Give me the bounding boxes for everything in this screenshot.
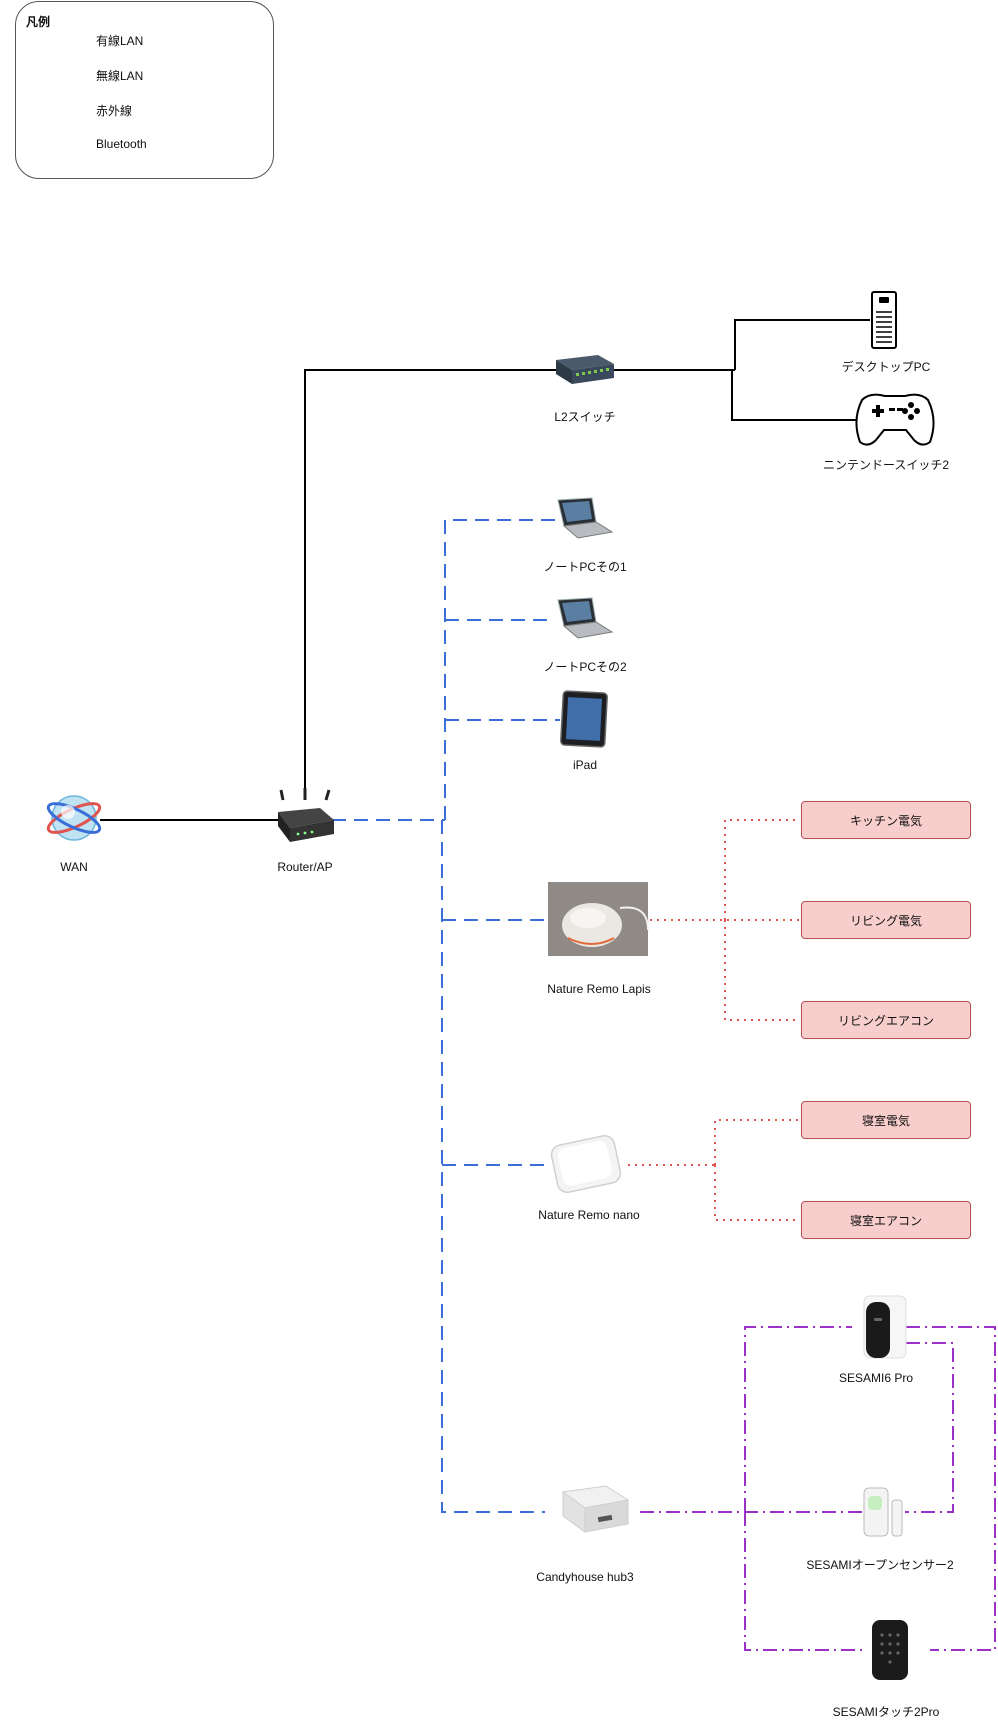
- legend-title: 凡例: [26, 15, 51, 29]
- node-label-router: Router/AP: [277, 860, 333, 874]
- lapis-kitchen-light-link: [724, 819, 800, 920]
- keypad-icon: [872, 1620, 908, 1680]
- sesami6-opensensor-link: [905, 1342, 954, 1513]
- appliance-bedroom-light: 寝室電気: [801, 1101, 971, 1139]
- hub3-icon: [561, 1485, 630, 1533]
- smart-lock-icon: [863, 1295, 907, 1359]
- laptop1-wireless-link: [444, 519, 555, 820]
- globe-icon: [46, 795, 102, 841]
- laptop-icon: [557, 597, 614, 639]
- appliance-living-ac: リビングエアコン: [801, 1001, 971, 1039]
- hub3-sesami6-link: [744, 1326, 852, 1512]
- appliance-kitchen-light: キッチン電気: [801, 801, 971, 839]
- node-label-laptop1: ノートPCその1: [543, 560, 627, 574]
- node-label-open-sensor: SESAMIオープンセンサー2: [806, 1558, 954, 1572]
- nano-bedroom-ac-link: [714, 1165, 800, 1221]
- hub3-touch2-link: [744, 1512, 862, 1651]
- infrared-lines: [628, 819, 800, 1221]
- node-label-desktop: デスクトップPC: [841, 360, 931, 374]
- hub3-wireless-link: [441, 820, 545, 1513]
- sesami6-touch2-link: [906, 1326, 996, 1651]
- node-label-laptop2: ノートPCその2: [543, 660, 627, 674]
- gamepad-icon: [855, 393, 935, 446]
- node-label-sesami6: SESAMI6 Pro: [838, 1371, 914, 1385]
- door-sensor-icon: [863, 1487, 903, 1537]
- lapis-living-ac-link: [724, 920, 800, 1021]
- bluetooth-lines: [640, 1326, 996, 1651]
- tablet-icon: [560, 690, 608, 748]
- appliance-living-light: リビング電気: [801, 901, 971, 939]
- wired-lines: [100, 319, 870, 821]
- legend-label-bluetooth: Bluetooth: [96, 137, 147, 151]
- l2switch-switch2-link: [731, 370, 858, 421]
- router-l2switch-link: [304, 369, 560, 800]
- remo-nano-icon: [550, 1134, 622, 1194]
- node-label-wan: WAN: [60, 860, 88, 874]
- legend: [15, 1, 274, 179]
- node-label-touch2: SESAMIタッチ2Pro: [832, 1705, 940, 1719]
- node-label-remo-nano: Nature Remo nano: [538, 1208, 640, 1222]
- wireless-lines: [332, 519, 560, 1513]
- remo-lapis-icon: [548, 882, 649, 956]
- laptop-icon: [557, 497, 614, 539]
- legend-label-infrared: 赤外線: [96, 104, 133, 118]
- l2switch-desktop-link: [734, 319, 870, 370]
- switch-hub-icon: [556, 355, 614, 384]
- desktop-tower-icon: [871, 291, 897, 349]
- node-label-switch2: ニンテンドースイッチ2: [822, 458, 950, 472]
- legend-label-wired: 有線LAN: [96, 34, 144, 48]
- router-icon: [278, 788, 334, 842]
- node-label-remo-lapis: Nature Remo Lapis: [547, 982, 651, 996]
- node-label-l2switch: L2スイッチ: [554, 410, 616, 424]
- nano-bedroom-light-link: [714, 1119, 800, 1165]
- node-label-ipad: iPad: [572, 758, 598, 772]
- node-label-hub3: Candyhouse hub3: [536, 1570, 634, 1584]
- legend-label-wireless: 無線LAN: [96, 69, 144, 83]
- appliance-bedroom-ac: 寝室エアコン: [801, 1201, 971, 1239]
